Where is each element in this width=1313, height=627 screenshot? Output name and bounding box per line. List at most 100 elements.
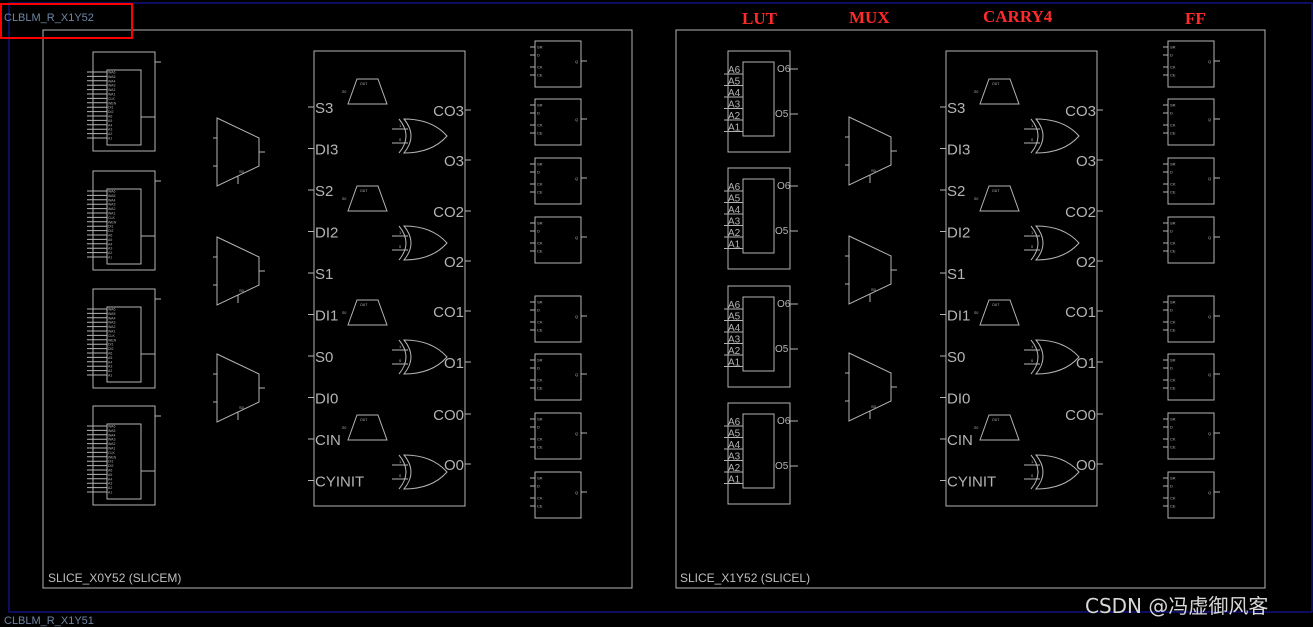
ff-pin-label: SR (537, 162, 543, 167)
lut-pin-label: WA3 (108, 84, 116, 88)
lut-pin-label: CLK (108, 97, 115, 101)
lut-pin-label: WEN (108, 101, 117, 105)
carry-mux-label: S0 (342, 197, 346, 201)
ff-pin-label: SR (1170, 221, 1176, 226)
ff-pin-label: D (1170, 425, 1173, 430)
carry-mux-trapezoid (347, 78, 388, 105)
lut-pin-label: WEN (108, 338, 117, 342)
lut-pin-label: A5 (108, 356, 112, 360)
ff-pin-label: CE (1170, 73, 1176, 78)
lut-pin-label: O6 (777, 416, 791, 427)
carry-pin-label: CO2 (433, 204, 464, 221)
xor-gate-arc (398, 454, 407, 490)
lut-pin-label: A1 (108, 256, 112, 260)
ff-pin-label: CE (1170, 249, 1176, 254)
mux-body (216, 353, 260, 423)
lut-pin-label: WA1 (108, 93, 116, 97)
carry-pin-label: DI2 (947, 225, 970, 242)
tile-highlight-box (0, 3, 133, 39)
ff-pin-label: D (1170, 111, 1173, 116)
ff-pin-label: Q (1208, 176, 1211, 181)
ff-pin-label: CK (1170, 437, 1176, 442)
carry-mux-label: OUT (992, 418, 1000, 422)
lut-pin-label: A5 (108, 473, 112, 477)
carry-pin-label: CO0 (433, 407, 464, 424)
lut-outer-box (727, 50, 791, 153)
xor-pin-label: 1 (399, 123, 402, 128)
lut-outer-box (92, 51, 156, 152)
ff-box (1167, 157, 1215, 205)
ff-box (1167, 471, 1215, 519)
xor-gate (402, 339, 448, 375)
ff-pin-label: CE (537, 328, 543, 333)
xor-gate (1034, 339, 1080, 375)
ff-pin-label: D (537, 308, 540, 313)
xor-pin-label: 1 (1031, 230, 1034, 235)
ff-box (534, 40, 582, 88)
lut-pin-label: A4 (728, 440, 741, 451)
lut-pin-label: A6 (728, 65, 741, 76)
ff-pin-label: Q (575, 176, 578, 181)
mux-shape: S0 (213, 236, 265, 306)
carry-mux-label: OUT (992, 189, 1000, 193)
lut-pin-label: WA3 (108, 321, 116, 325)
carry-pin-label: DI0 (947, 391, 970, 408)
ff-pin-label: SR (537, 300, 543, 305)
lut-inner-box (742, 296, 775, 372)
carry-pin-label: S3 (315, 100, 333, 117)
carry-mux-label: OUT (360, 303, 368, 307)
lut-pin-label: A4 (108, 477, 112, 481)
next-tile-title: CLBLM_R_X1Y51 (4, 615, 94, 627)
ff-pin-label: Q (575, 372, 578, 377)
ff-pin-label: CK (537, 123, 543, 128)
carry-pin-label: S0 (947, 349, 965, 366)
xor-gate (402, 454, 448, 490)
mux-shape: S0 (213, 117, 265, 187)
ff-pin-label: CE (537, 504, 543, 509)
mux-body (216, 236, 260, 306)
lut-pin-label: DI1 (108, 343, 114, 347)
ff-box (1167, 98, 1215, 146)
slice-label-slicem: SLICE_X0Y52 (SLICEM) (48, 571, 182, 585)
lut-pin-label: WA2 (108, 325, 116, 329)
lut-outer-box (727, 285, 791, 388)
mux-shape: S0 (845, 352, 897, 422)
ff-pin-label: D (1170, 308, 1173, 313)
lut-inner-box (742, 61, 775, 137)
lut-pin-label: A2 (728, 463, 741, 474)
lut-pin-label: A3 (108, 365, 112, 369)
ff-pin-label: CK (1170, 65, 1176, 70)
lut-pin-label: A2 (728, 228, 741, 239)
ff-box (534, 412, 582, 460)
ff-box (1167, 353, 1215, 401)
ff-pin-label: CE (1170, 445, 1176, 450)
ff-pin-label: SR (1170, 45, 1176, 50)
mux-body (848, 352, 892, 422)
ff-box (534, 98, 582, 146)
ff-pin-label: Q (575, 431, 578, 436)
carry-pin-label: CO3 (1065, 103, 1096, 120)
xor-pin-label: 0 (1031, 473, 1034, 478)
carry-mux-trapezoid (347, 414, 388, 441)
ff-pin-label: Q (575, 235, 578, 240)
lut-pin-label: DI2 (108, 347, 114, 351)
lut-pin-label: A3 (108, 247, 112, 251)
lut-pin-label: A5 (728, 194, 741, 205)
xor-gate-arc (1030, 225, 1039, 261)
slice-box-slicem (42, 29, 633, 589)
lut-pin-label: CLK (108, 334, 115, 338)
lut-pin-label: A1 (108, 137, 112, 141)
ff-pin-label: CE (537, 131, 543, 136)
carry-mux-label: OUT (360, 418, 368, 422)
carry-mux-label: S0 (974, 426, 978, 430)
ff-pin-label: CE (1170, 504, 1176, 509)
ff-pin-label: CK (1170, 182, 1176, 187)
lut-outer-box (92, 405, 156, 506)
